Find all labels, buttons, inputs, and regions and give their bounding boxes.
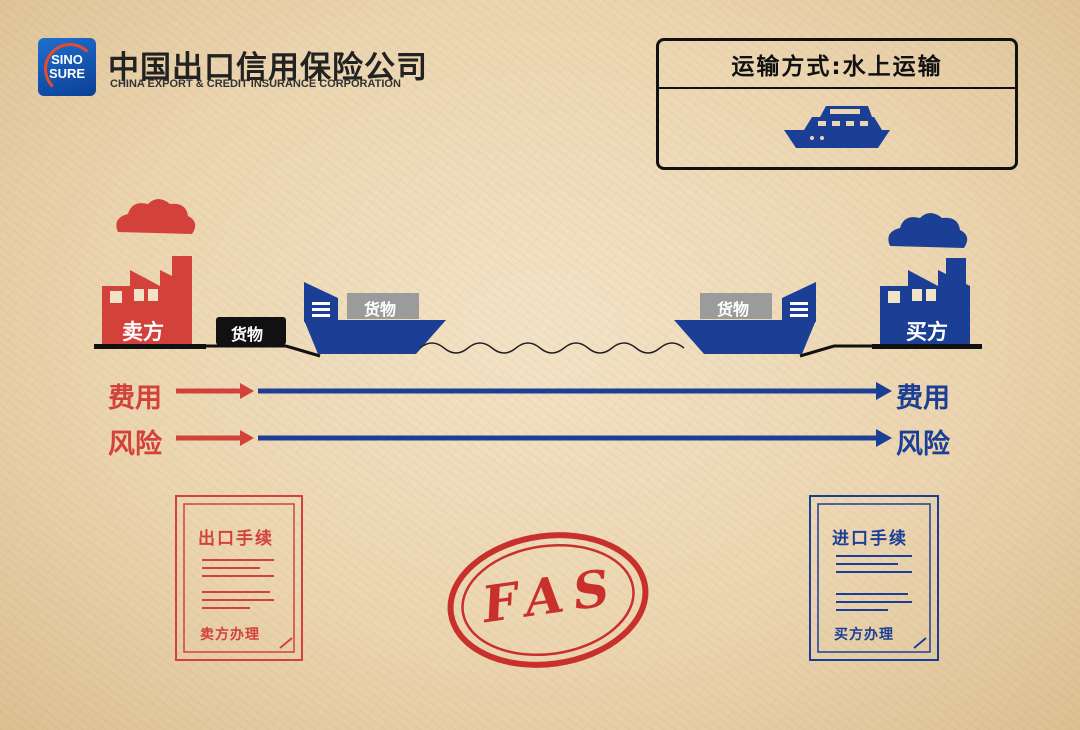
transport-mode-box — [656, 38, 1018, 170]
risk-left-label: 风险 — [108, 429, 162, 460]
buyer-factory-icon — [872, 213, 982, 349]
dock-cargo-box — [216, 317, 286, 345]
right-ship-cargo-label: 货物 — [717, 300, 750, 319]
risk-right-label: 风险 — [896, 429, 950, 460]
sinosure-logo: SINO SURE — [38, 38, 96, 96]
seller-label: 卖方 — [122, 320, 164, 344]
dock-cargo-label: 货物 — [231, 325, 264, 344]
buyer-label: 买方 — [906, 320, 948, 344]
cost-left-label: 费用 — [108, 383, 162, 414]
yacht-icon — [784, 106, 890, 148]
seller-factory-icon — [94, 199, 206, 349]
cost-right-label: 费用 — [896, 383, 950, 414]
transport-mode-title: 运输方式:水上运输 — [659, 41, 1015, 89]
fas-stamp-icon — [447, 532, 649, 668]
export-doc-title: 出口手续 — [198, 529, 274, 549]
import-doc-footer: 买方办理 — [834, 627, 894, 643]
export-doc-footer: 卖方办理 — [200, 627, 260, 643]
logo-ring-icon — [44, 43, 96, 95]
right-ship-icon — [674, 282, 816, 354]
left-ship-cargo-label: 货物 — [364, 300, 397, 319]
export-document-icon — [175, 495, 303, 661]
import-doc-title: 进口手续 — [832, 529, 908, 549]
company-name-en: CHINA EXPORT & CREDIT INSURANCE CORPORAT… — [110, 78, 401, 90]
import-document-icon — [809, 495, 939, 661]
company-name-cn: 中国出口信用保险公司 — [108, 50, 428, 86]
left-ship-icon — [304, 282, 446, 354]
